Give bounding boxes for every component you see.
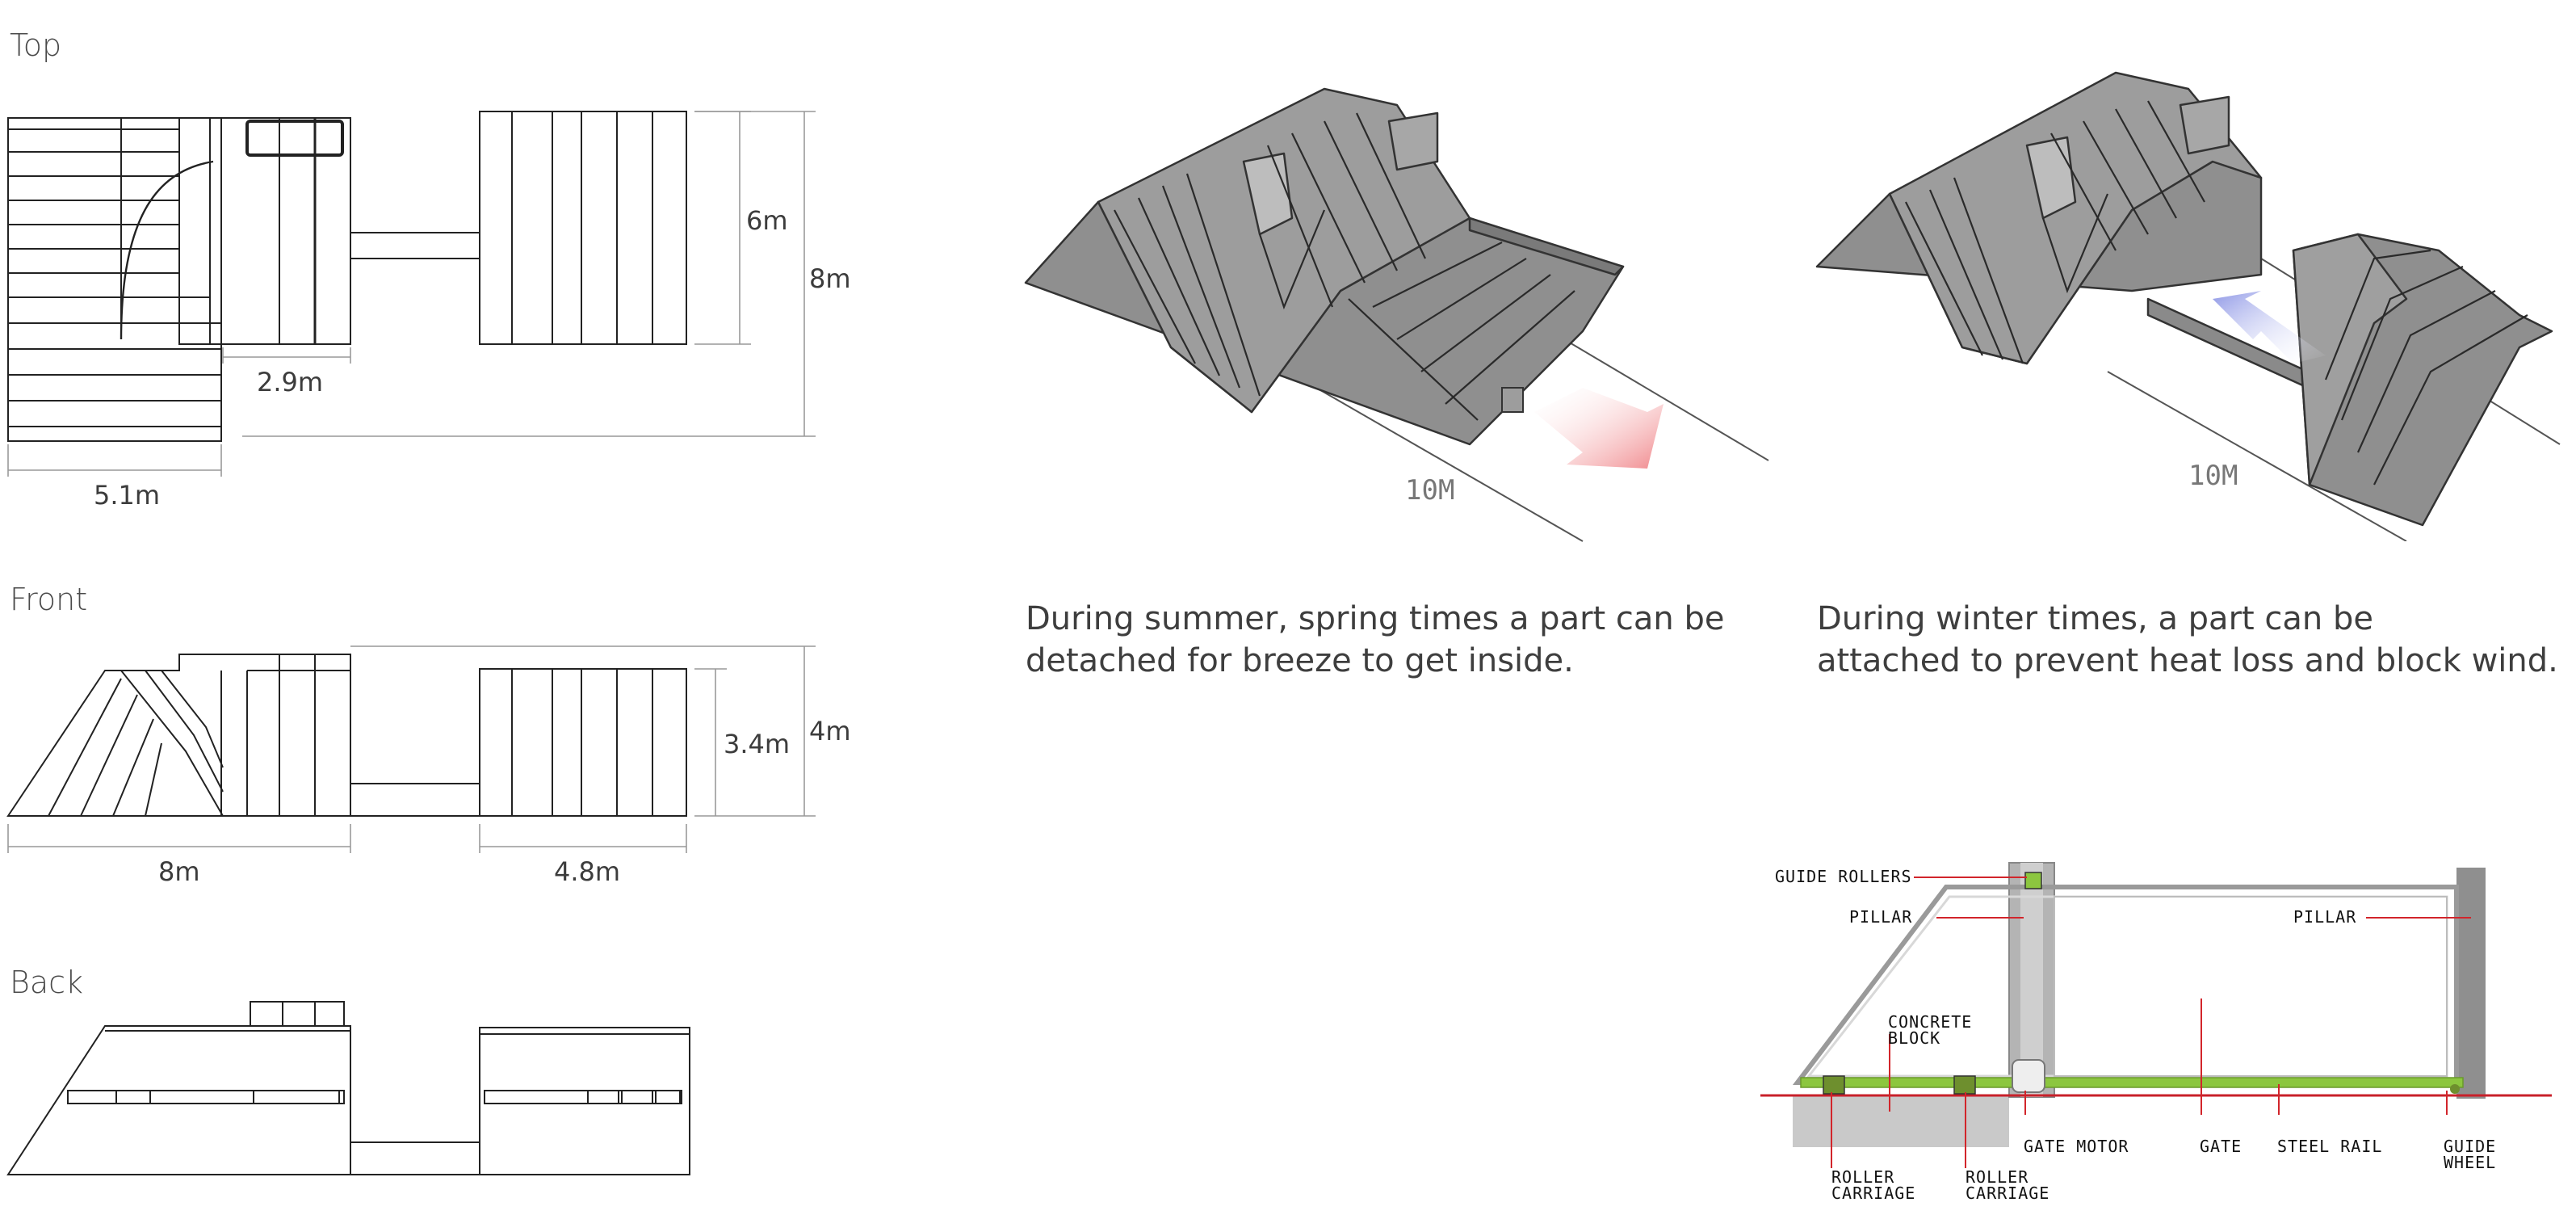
concrete-block: [1793, 1095, 2009, 1147]
dim-top-2-9m: 2.9m: [257, 367, 323, 397]
winter-length-label: 10M: [2188, 460, 2238, 492]
label-steel-rail: STEEL RAIL: [2277, 1137, 2382, 1156]
label-pillar-left: PILLAR: [1849, 907, 1912, 927]
label-guide: GUIDE: [2444, 1137, 2496, 1156]
label-pillar-right: PILLAR: [2293, 907, 2356, 927]
dim-top-8m: 8m: [809, 263, 851, 294]
summer-axonometric: 10M: [1024, 87, 1769, 542]
back-view-drawing: [6, 1001, 690, 1175]
label-concrete: CONCRETE: [1888, 1012, 1972, 1032]
label-gate: GATE: [2200, 1137, 2242, 1156]
label-gate-motor: GATE MOTOR: [2024, 1137, 2129, 1156]
dim-front-4m: 4m: [809, 716, 851, 746]
roller-carriage-b: [1953, 1075, 1976, 1095]
front-view-drawing: 3.4m 4m 8m 4.8m: [6, 645, 851, 887]
top-view-drawing: 6m 8m 2.9m 5.1m: [7, 111, 851, 511]
roller-carriage-a: [1823, 1075, 1845, 1095]
label-roller-a: ROLLER: [1831, 1167, 1894, 1187]
label-carriage-a: CARRIAGE: [1831, 1183, 1915, 1203]
front-view-heading: Front: [10, 582, 88, 617]
steel-rail: [1800, 1077, 2464, 1088]
wind-block-arrow-icon: [2213, 291, 2326, 364]
label-roller-b: ROLLER: [1966, 1167, 2028, 1187]
dim-front-3-4m: 3.4m: [724, 729, 790, 759]
breeze-out-arrow-icon: [1534, 388, 1663, 469]
summer-caption: During summer, spring times a part can b…: [1026, 600, 1725, 679]
back-view-heading: Back: [10, 965, 84, 1000]
winter-axonometric: 10M: [1815, 71, 2561, 541]
dim-top-5-1m: 5.1m: [94, 480, 160, 511]
label-carriage-b: CARRIAGE: [1966, 1183, 2049, 1203]
label-wheel: WHEEL: [2444, 1153, 2496, 1172]
label-block: BLOCK: [1888, 1028, 1940, 1048]
right-pillar: [2456, 868, 2486, 1099]
dim-front-8m: 8m: [158, 856, 200, 887]
sliding-gate-diagram: GUIDE ROLLERS PILLAR PILLAR CONCRETE BLO…: [1760, 862, 2552, 1203]
top-view-heading: Top: [10, 27, 62, 63]
gate-motor: [2012, 1059, 2045, 1093]
label-guide-rollers: GUIDE ROLLERS: [1775, 867, 1912, 886]
dim-top-6m: 6m: [746, 205, 788, 236]
dim-front-4-8m: 4.8m: [554, 856, 620, 887]
summer-length-label: 10M: [1405, 474, 1454, 507]
guide-rollers: [2024, 872, 2042, 889]
winter-caption: During winter times, a part can be attac…: [1817, 600, 2558, 679]
